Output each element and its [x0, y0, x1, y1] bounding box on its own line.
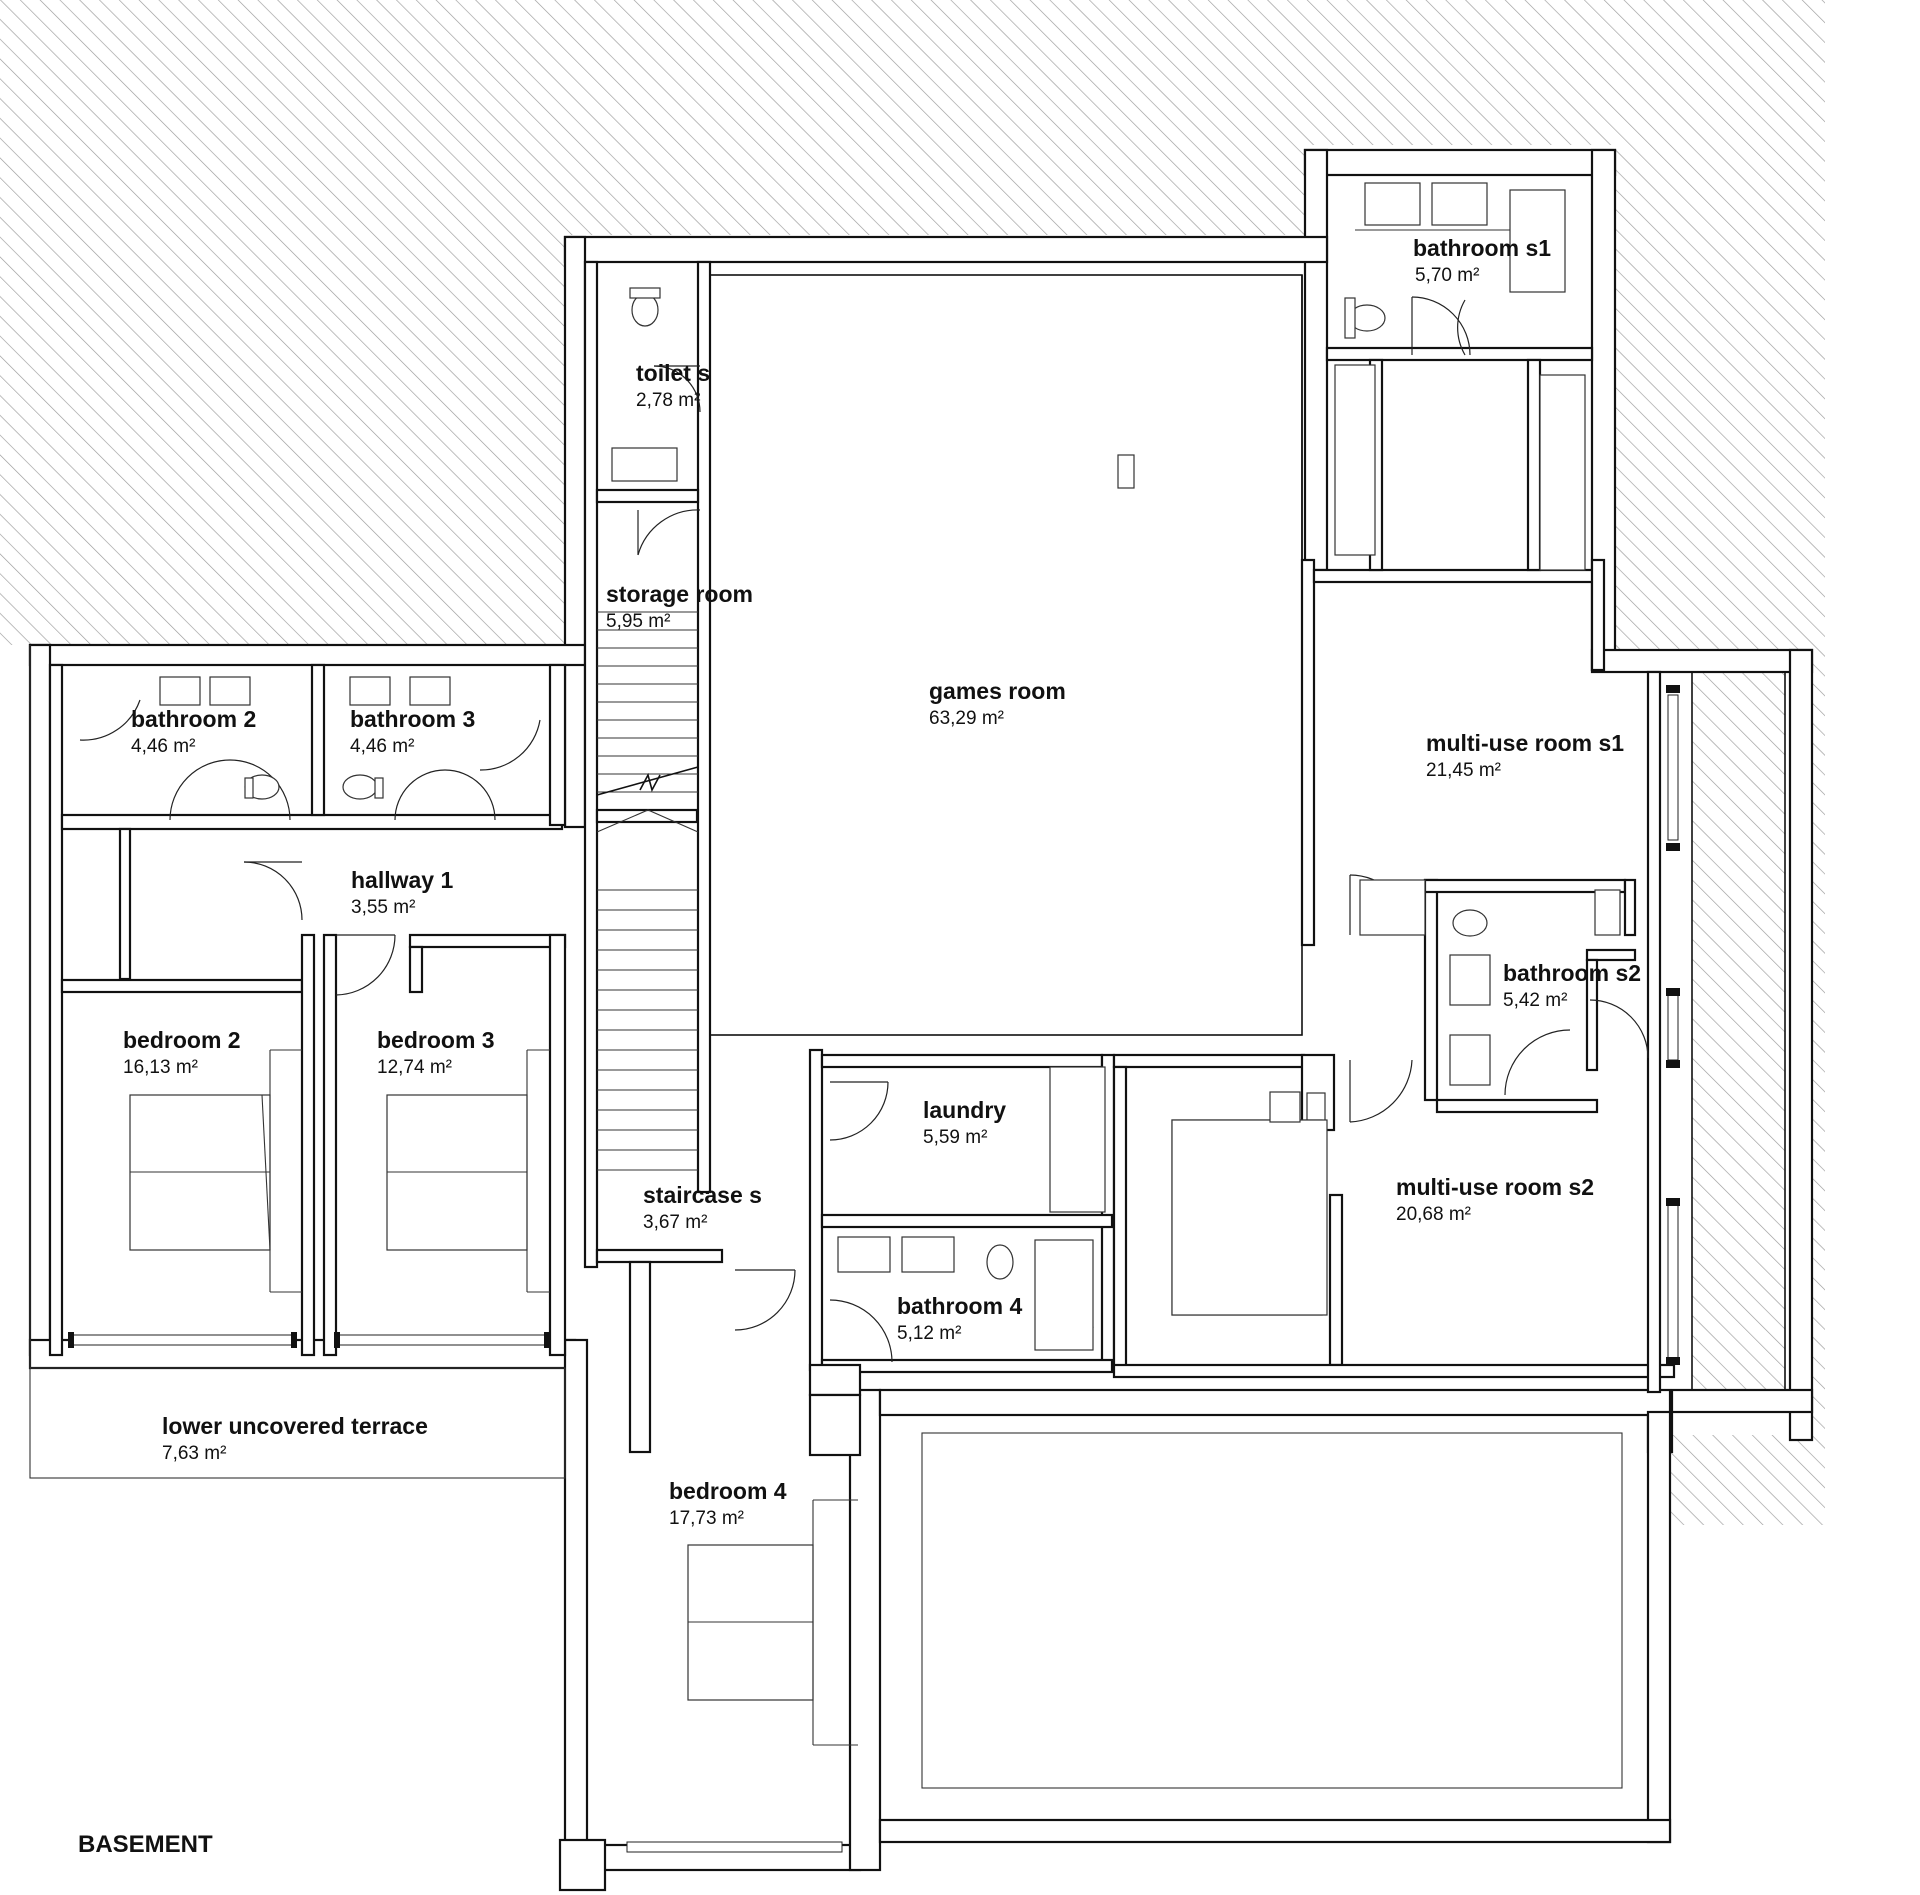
planter-strip	[1691, 671, 1786, 1413]
lower-terrace-outline	[29, 1367, 566, 1479]
room-name-lower-uncovered-terrace: lower uncovered terrace	[162, 1413, 428, 1439]
room-name-bathroom-3: bathroom 3	[350, 706, 475, 732]
room-area-bathroom-2: 4,46 m²	[131, 736, 195, 757]
room-area-bedroom-4: 17,73 m²	[669, 1508, 744, 1529]
room-area-bedroom-2: 16,13 m²	[123, 1057, 198, 1078]
room-area-multi-use-room-s2: 20,68 m²	[1396, 1204, 1471, 1225]
room-name-hallway-1: hallway 1	[351, 867, 453, 893]
room-name-games-room: games room	[929, 678, 1066, 704]
room-area-storage-room: 5,95 m²	[606, 611, 670, 632]
room-name-storage-room: storage room	[606, 581, 753, 607]
room-labels: bathroom s1 5,70 m² toilet s 2,78 m² sto…	[123, 235, 1641, 1529]
room-name-bathroom-4: bathroom 4	[897, 1293, 1022, 1319]
ground-hatching	[0, 0, 1825, 1525]
fixtures	[129, 182, 1621, 1746]
room-name-bedroom-4: bedroom 4	[669, 1478, 787, 1504]
room-name-laundry: laundry	[923, 1097, 1006, 1123]
interior-walls	[48, 260, 1676, 1457]
room-area-bathroom-3: 4,46 m²	[350, 736, 414, 757]
room-area-bathroom-s2: 5,42 m²	[1503, 990, 1567, 1011]
plan-title: BASEMENT	[78, 1831, 213, 1858]
room-name-multi-use-room-s1: multi-use room s1	[1426, 730, 1624, 756]
room-area-hallway-1: 3,55 m²	[351, 897, 415, 918]
room-area-bathroom-s1: 5,70 m²	[1415, 265, 1479, 286]
room-name-bathroom-s1: bathroom s1	[1413, 235, 1551, 261]
room-area-multi-use-room-s1: 21,45 m²	[1426, 760, 1501, 781]
room-area-bedroom-3: 12,74 m²	[377, 1057, 452, 1078]
glazing	[68, 685, 1680, 1853]
room-area-lower-uncovered-terrace: 7,63 m²	[162, 1443, 226, 1464]
room-area-games-room: 63,29 m²	[929, 708, 1004, 729]
room-name-bathroom-2: bathroom 2	[131, 706, 256, 732]
room-name-staircase-s: staircase s	[643, 1182, 762, 1208]
room-name-bathroom-s2: bathroom s2	[1503, 960, 1641, 986]
room-area-laundry: 5,59 m²	[923, 1127, 987, 1148]
room-name-bedroom-3: bedroom 3	[377, 1027, 495, 1053]
room-name-bedroom-2: bedroom 2	[123, 1027, 241, 1053]
room-area-staircase-s: 3,67 m²	[643, 1212, 707, 1233]
room-name-multi-use-room-s2: multi-use room s2	[1396, 1174, 1594, 1200]
room-area-toilet-s: 2,78 m²	[636, 390, 700, 411]
room-name-toilet-s: toilet s	[636, 360, 710, 386]
stair-treads	[596, 611, 699, 1171]
pool-outline	[921, 1432, 1623, 1789]
room-area-bathroom-4: 5,12 m²	[897, 1323, 961, 1344]
